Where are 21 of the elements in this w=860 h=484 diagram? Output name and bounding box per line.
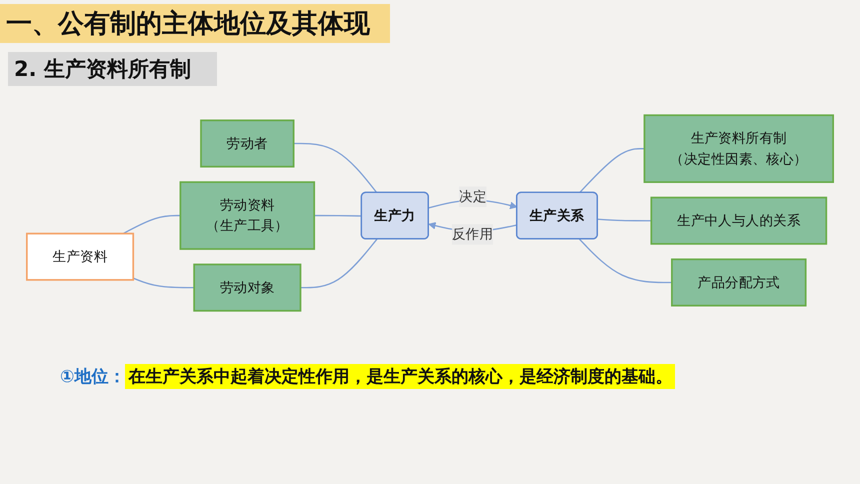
node-box: 劳动者 [200, 120, 294, 168]
title-banner: 一、公有制的主体地位及其体现 [0, 4, 390, 43]
connector [294, 142, 378, 194]
connector [132, 278, 194, 288]
connector [579, 238, 672, 284]
connector [579, 148, 644, 194]
edge-label: 反作用 [452, 226, 494, 242]
connector [314, 214, 362, 217]
node-box: 生产中人与人的关系 [650, 196, 828, 245]
node-box: 生产资料 [26, 232, 134, 281]
connector [300, 238, 378, 288]
subtitle-banner: 2. 生产资料所有制 [8, 52, 217, 86]
point-label: ①地位： [60, 366, 126, 388]
connector [122, 214, 180, 234]
highlighted-sentence: 在生产关系中起着决定性作用，是生产关系的核心，是经济制度的基础。 [125, 364, 676, 389]
connector [598, 218, 652, 222]
node-box: 劳动资料 （生产工具） [180, 181, 316, 250]
node-box: 劳动对象 [193, 264, 302, 312]
edge-label: 决定 [459, 188, 486, 204]
node-box: 产品分配方式 [671, 258, 807, 306]
node-box: 生产资料所有制 （决定性因素、核心） [644, 114, 834, 183]
